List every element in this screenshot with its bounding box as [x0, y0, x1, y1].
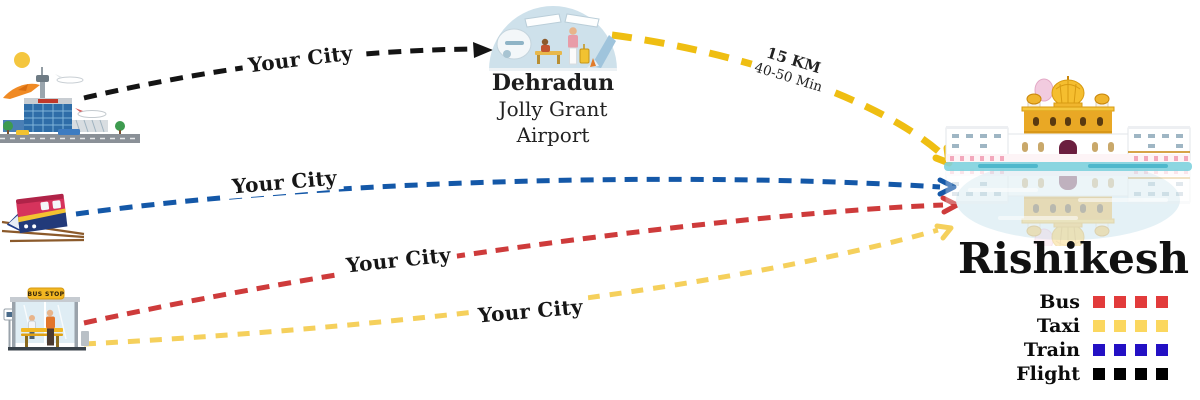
pink-arcade — [946, 154, 1190, 162]
bus-stop-sign: BUS STOP — [27, 287, 65, 300]
legend-swatch-taxi — [1093, 320, 1168, 332]
legend-row-flight: Flight — [1012, 362, 1168, 386]
trees — [3, 121, 125, 134]
legend-label-flight: Flight — [1016, 362, 1080, 385]
taxi-car-icon — [16, 130, 29, 135]
takeoff-plane-icon — [3, 83, 40, 99]
shuttle-bus-icon — [58, 129, 80, 135]
side-plane-icon — [75, 108, 107, 118]
airport-stop-caption: Dehradun Jolly Grant Airport — [487, 70, 619, 148]
legend-label-bus: Bus — [1039, 290, 1080, 313]
control-tower — [36, 67, 49, 100]
legend-row-taxi: Taxi — [1012, 314, 1168, 338]
airport-road — [0, 129, 140, 143]
taxi-route-line — [83, 227, 939, 347]
legend-label-train: Train — [1023, 338, 1080, 361]
shelter-glass — [15, 302, 75, 343]
taxi-route-arrowhead — [934, 223, 954, 241]
airport-stop-line3: Airport — [516, 123, 590, 148]
waterline — [944, 162, 1192, 171]
sun-icon — [14, 52, 30, 68]
small-plane-icon — [55, 74, 84, 84]
flight-route-arrowhead — [473, 42, 493, 58]
legend-row-bus: Bus — [1012, 290, 1168, 314]
legend-row-train: Train — [1012, 338, 1168, 362]
airport-stop-title: Dehradun — [491, 70, 615, 96]
standing-person — [46, 309, 55, 346]
jet-bridge — [587, 35, 616, 68]
legend-swatch-train — [1093, 344, 1168, 356]
legend-label-taxi: Taxi — [1036, 314, 1080, 337]
origin-airport-illustration — [0, 52, 140, 143]
legend-swatch-flight — [1093, 368, 1168, 380]
destination-temple-illustration — [944, 76, 1192, 246]
locomotive — [6, 193, 68, 234]
waiting-bench — [535, 38, 562, 64]
bus-stop-base — [8, 347, 86, 351]
shelter-post-left — [12, 302, 16, 348]
trash-bin — [81, 331, 89, 346]
legend: Bus Taxi Train Flight — [1012, 290, 1168, 386]
train-route-line — [75, 176, 941, 217]
gold-storey — [1021, 106, 1115, 136]
shelter-post-right — [74, 302, 78, 348]
ceiling-lights — [524, 13, 600, 28]
legend-swatch-bus — [1093, 296, 1168, 308]
bus-stop-sign-text: BUS STOP — [28, 291, 65, 298]
traveler-with-suitcase — [568, 27, 590, 65]
destination-title: Rishikesh — [958, 234, 1189, 283]
reflection-streaks — [968, 188, 1168, 220]
airport-transfer-line — [611, 31, 947, 159]
terminal-building — [3, 98, 108, 133]
terminal-floor — [489, 68, 617, 71]
bus-stop-illustration: BUS STOP — [3, 287, 89, 351]
terminal-illustration — [489, 6, 617, 71]
main-dome — [1051, 76, 1085, 110]
parked-airplane — [496, 28, 532, 60]
bus-route-line — [83, 202, 944, 326]
temple-structure — [945, 76, 1191, 162]
side-chhatris — [1026, 93, 1110, 109]
airport-stop-line2: Jolly Grant — [498, 97, 608, 122]
train-illustration — [1, 193, 85, 243]
